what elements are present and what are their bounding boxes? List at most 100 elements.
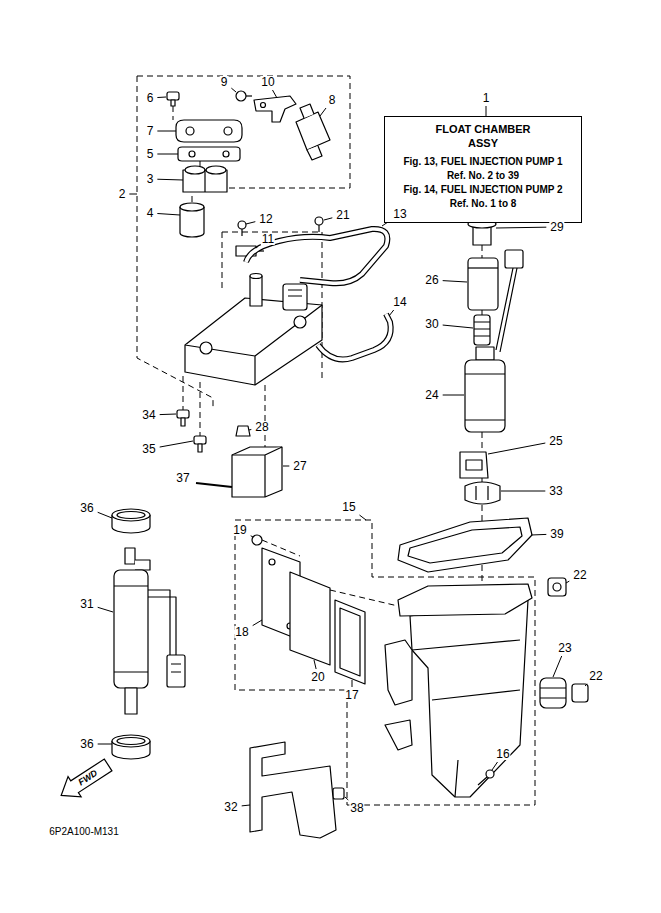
leader-line — [98, 512, 112, 518]
callout-number: 26 — [424, 274, 439, 286]
part-drawing — [340, 608, 360, 676]
part-drawing — [250, 742, 336, 838]
callout-number: 4 — [146, 207, 155, 219]
part-drawing — [185, 305, 322, 385]
part-drawing — [186, 127, 194, 135]
part-drawing — [204, 170, 205, 192]
direction-label: FWD — [76, 768, 100, 788]
callout-number: 36 — [79, 502, 94, 514]
part-drawing — [460, 452, 488, 478]
box-text: Fig. 13, FUEL INJECTION PUMP 1 Ref. No. … — [396, 155, 570, 183]
part-drawing — [476, 486, 488, 500]
part-drawing — [252, 535, 262, 545]
leader-line — [249, 429, 251, 431]
group-outline — [265, 385, 266, 447]
part-drawing — [246, 95, 252, 96]
callout-number: 39 — [549, 528, 564, 540]
callout-number: 9 — [220, 76, 229, 88]
part-drawing — [236, 91, 246, 101]
group-outline — [183, 376, 200, 436]
part-drawing — [398, 584, 532, 616]
part-drawing — [117, 738, 145, 745]
part-drawing — [167, 92, 179, 100]
leader-line — [443, 325, 473, 328]
callout-number: 1 — [482, 92, 491, 104]
callout-number: 7 — [146, 125, 155, 137]
leader-line — [160, 414, 176, 416]
leader-line — [486, 106, 487, 116]
leader-line — [98, 607, 113, 612]
callout-number: 31 — [79, 598, 94, 610]
part-drawing — [236, 426, 250, 436]
part-drawing — [553, 583, 561, 591]
part-drawing — [181, 418, 185, 426]
part-drawing — [250, 276, 262, 306]
part-drawing — [465, 360, 505, 432]
leader-line — [160, 441, 193, 447]
callout-number: 23 — [557, 642, 572, 654]
leader-line — [389, 310, 394, 316]
title-box: FLOAT CHAMBER ASSY Fig. 13, FUEL INJECTIO… — [384, 116, 582, 223]
part-drawing — [114, 570, 148, 688]
part-drawing — [232, 447, 282, 497]
callout-number: 33 — [548, 485, 563, 497]
leader-line — [314, 660, 316, 669]
callout-number: 20 — [310, 671, 325, 683]
part-drawing — [540, 678, 566, 708]
part-drawing — [177, 410, 189, 418]
part-drawing — [290, 572, 330, 665]
leader-line — [129, 194, 137, 195]
part-drawing — [167, 655, 185, 687]
callout-number: 16 — [495, 748, 510, 760]
leader-line — [246, 222, 255, 224]
part-drawing — [180, 203, 204, 211]
part-drawing — [223, 151, 229, 157]
callout-number: 32 — [223, 801, 238, 813]
callout-number: 38 — [349, 802, 364, 814]
leader-line — [324, 218, 332, 220]
part-drawing — [408, 527, 522, 563]
callout-number: 34 — [141, 409, 156, 421]
part-drawing — [474, 315, 490, 345]
box-text: Fig. 14, FUEL INJECTION PUMP 2 Ref. No. … — [396, 183, 570, 211]
part-drawing — [224, 127, 232, 135]
leader-line — [492, 762, 498, 770]
part-drawing — [465, 374, 505, 420]
part-drawing — [148, 590, 176, 655]
part-drawing — [196, 483, 232, 487]
part-drawing — [315, 217, 323, 225]
part-drawing — [171, 100, 175, 106]
group-outline — [173, 106, 174, 120]
part-drawing — [572, 684, 588, 702]
leader-line — [256, 247, 258, 248]
part-drawing — [318, 225, 319, 232]
leader-line — [488, 443, 545, 454]
part-drawing — [200, 342, 212, 354]
part-drawing — [300, 104, 314, 118]
part-drawing — [283, 284, 307, 310]
part-drawing — [250, 274, 262, 279]
part-drawing — [478, 777, 487, 785]
part-drawing — [288, 290, 302, 296]
callout-number: 22 — [572, 569, 587, 581]
part-drawing — [232, 447, 282, 497]
callout-number: 25 — [548, 435, 563, 447]
part-drawing — [238, 221, 246, 229]
part-drawing — [307, 146, 322, 160]
part-drawing — [246, 229, 387, 283]
forward-arrow — [55, 755, 115, 806]
leader-line — [566, 581, 569, 583]
part-drawing — [135, 560, 150, 570]
callout-number: 10 — [260, 76, 275, 88]
callout-number: 2 — [118, 188, 127, 200]
part-drawing — [466, 460, 482, 470]
part-drawing — [385, 720, 412, 750]
part-drawing — [171, 664, 181, 672]
part-drawing — [465, 482, 500, 504]
part-drawing — [117, 512, 145, 519]
part-drawing — [398, 518, 532, 572]
callout-number: 21 — [335, 209, 350, 221]
callout-number: 17 — [344, 689, 359, 701]
box-heading: FLOAT CHAMBER ASSY — [424, 122, 542, 151]
callout-number: 36 — [79, 738, 94, 750]
